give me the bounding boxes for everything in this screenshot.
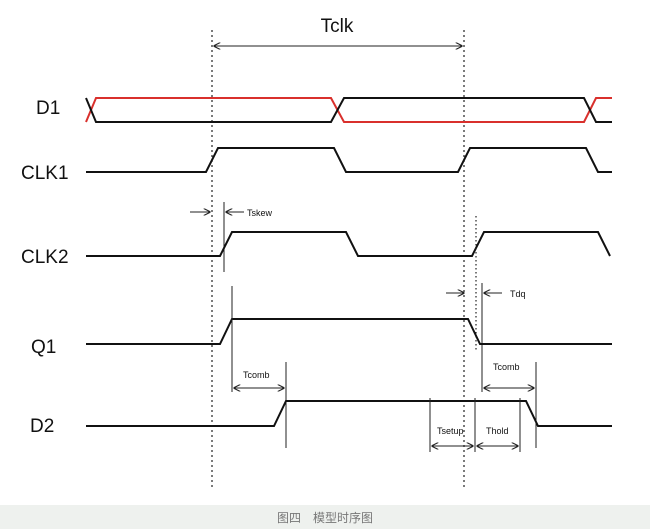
clk-to-q-label: Tdq	[510, 289, 526, 299]
d2-waveform	[86, 400, 612, 427]
signal-label-clk2: CLK2	[21, 247, 69, 268]
comb-label-2: Tcomb	[493, 362, 520, 372]
period-label: Tclk	[321, 16, 354, 37]
q1-waveform	[86, 318, 612, 345]
signal-label-q1: Q1	[31, 337, 56, 358]
d1-red-transition	[85, 97, 612, 123]
clk2-waveform	[86, 231, 611, 257]
timing-diagram: Tclk D1 CLK1 Tskew CLK2 Tdq Q1 Tcomb	[21, 16, 612, 490]
clk1-waveform	[86, 147, 612, 173]
hold-label: Thold	[486, 426, 509, 436]
signal-label-d2: D2	[30, 416, 54, 437]
d1-waveform	[85, 97, 612, 123]
signal-label-clk1: CLK1	[21, 163, 69, 184]
figure-caption-bar: 图四 模型时序图	[0, 505, 650, 529]
comb-label-1: Tcomb	[243, 370, 270, 380]
figure-caption: 图四 模型时序图	[276, 510, 373, 525]
skew-label: Tskew	[247, 208, 273, 218]
signal-label-d1: D1	[36, 98, 60, 119]
setup-label: Tsetup	[437, 426, 464, 436]
